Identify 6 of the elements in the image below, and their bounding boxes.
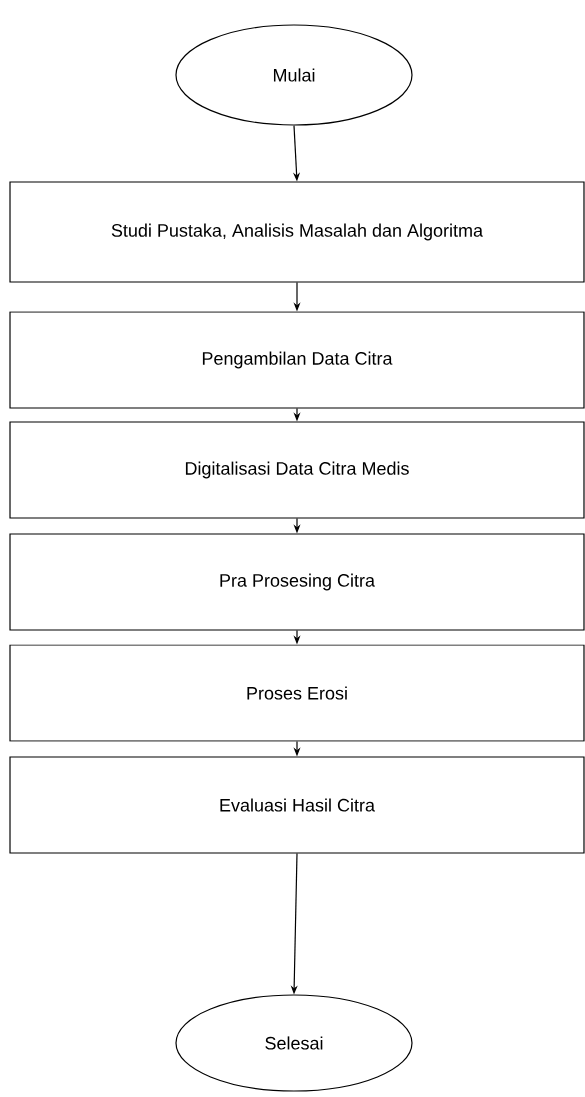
process-box: Studi Pustaka, Analisis Masalah dan Algoritma bbox=[9, 181, 585, 283]
process-box: Evaluasi Hasil Citra bbox=[9, 756, 585, 854]
process-box: Digitalisasi Data Citra Medis bbox=[9, 421, 585, 519]
process-box: Pengambilan Data Citra bbox=[9, 311, 585, 409]
process-box: Pra Prosesing Citra bbox=[9, 533, 585, 631]
process-box: Proses Erosi bbox=[9, 644, 585, 742]
